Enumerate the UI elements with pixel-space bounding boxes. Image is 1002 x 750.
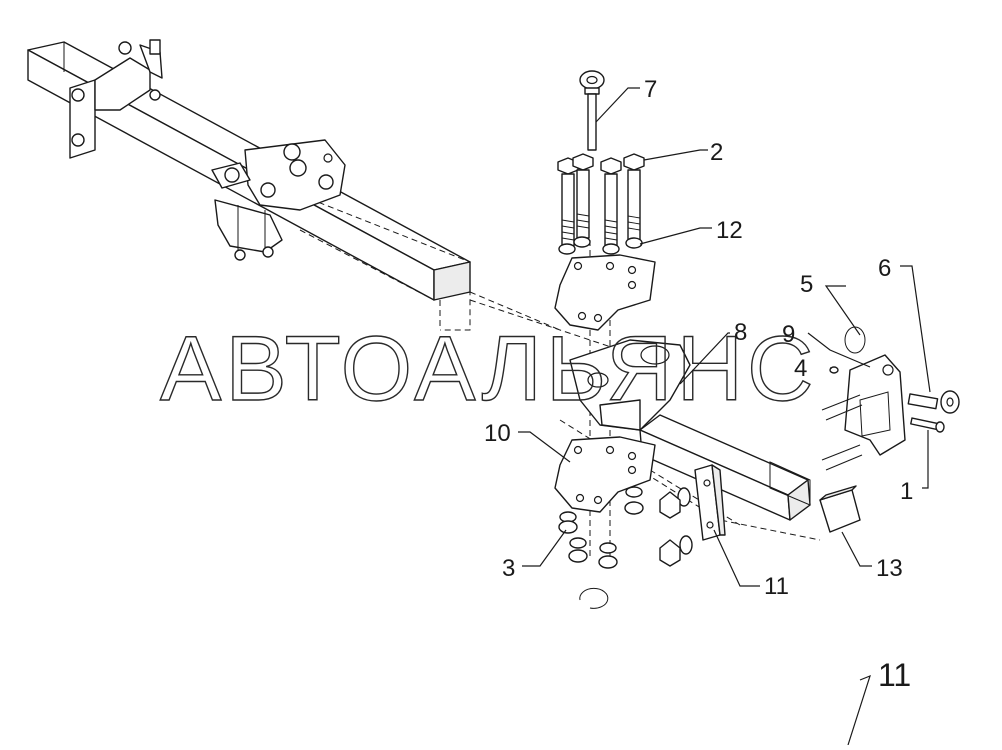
nuts-washers-3 — [558, 486, 644, 569]
snap-ring-lower — [579, 587, 609, 609]
lower-mounting-plate-10 — [554, 436, 656, 513]
watermark-text: АВТОАЛЬЯНС — [160, 318, 818, 420]
callout-12: 12 — [716, 217, 743, 244]
callout-3: 3 — [502, 555, 515, 582]
upper-side-plate — [211, 139, 346, 211]
callout-1: 1 — [900, 478, 913, 505]
left-clamp-bracket — [69, 39, 163, 159]
hitch-body — [569, 339, 691, 431]
callout-13: 13 — [876, 555, 903, 582]
callout-5: 5 — [800, 271, 813, 298]
callout-2: 2 — [710, 139, 723, 166]
pin-6 — [907, 390, 960, 414]
callout-6: 6 — [878, 255, 891, 282]
end-cap-13 — [819, 485, 861, 533]
callout-9: 9 — [782, 321, 795, 348]
callout-4: 4 — [794, 355, 807, 382]
callout-11-large: 11 — [878, 657, 911, 693]
leader-lines — [518, 87, 931, 746]
eye-bolt-7 — [579, 70, 605, 151]
side-nuts — [659, 487, 693, 567]
callout-11: 11 — [764, 573, 789, 600]
callout-10: 10 — [484, 420, 511, 447]
snap-ring-5 — [844, 326, 866, 354]
spacer-block-11 — [694, 464, 726, 541]
bolts-2 — [557, 153, 645, 247]
upper-mounting-plate — [554, 254, 656, 331]
callout-7: 7 — [644, 76, 657, 103]
callout-8: 8 — [734, 319, 747, 346]
pin-1 — [910, 417, 945, 433]
hitch-jaw-9 — [821, 354, 906, 471]
lower-hanger-bracket — [214, 199, 283, 261]
